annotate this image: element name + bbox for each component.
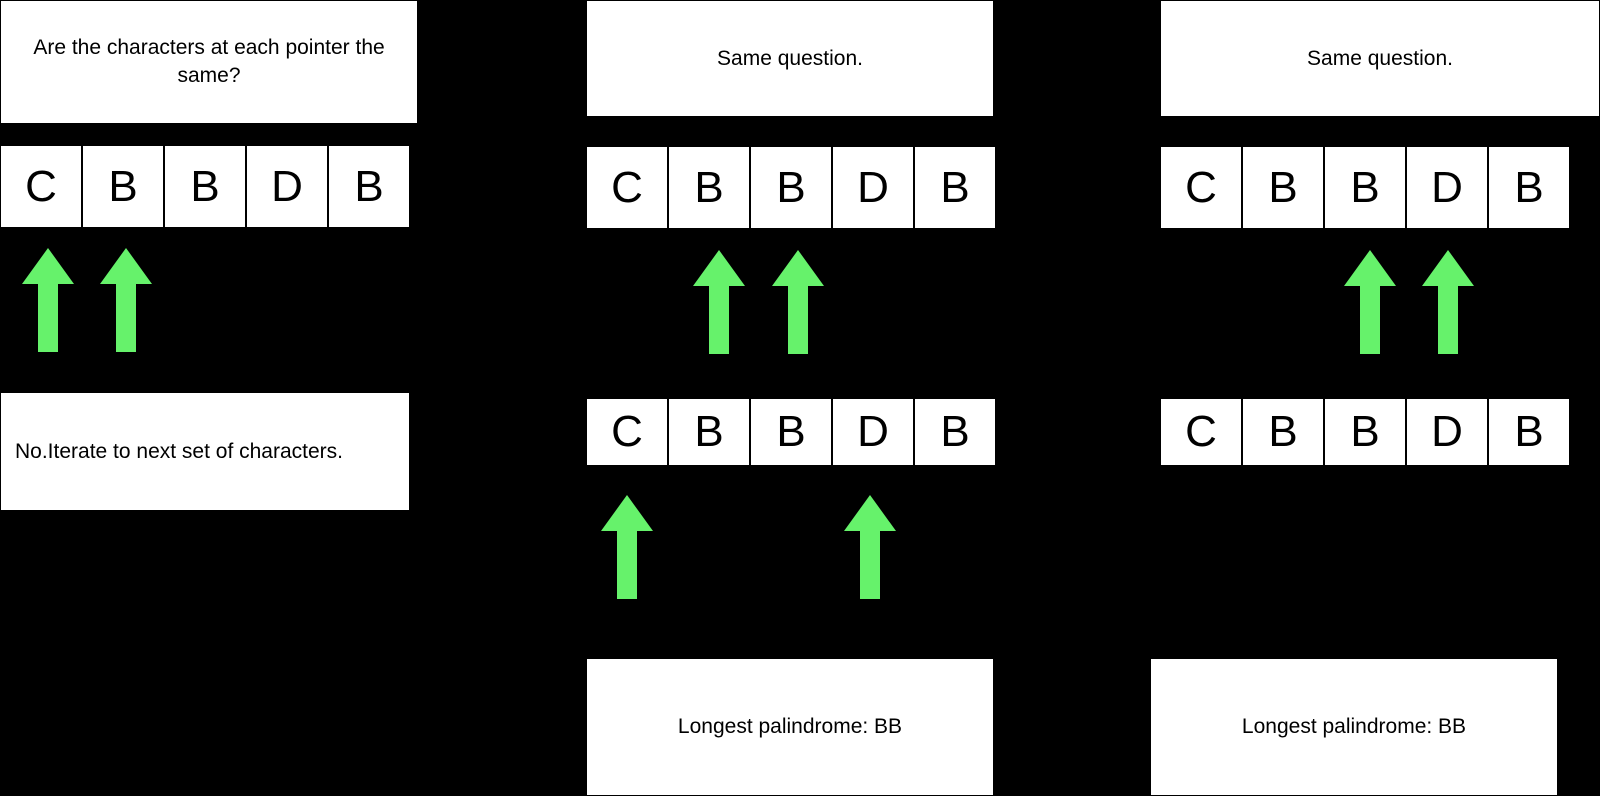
pointer-arrow: [1422, 250, 1474, 354]
letter-cell: D: [246, 145, 328, 228]
letter-cell: B: [1242, 398, 1324, 466]
letter-cell: B: [668, 146, 750, 229]
letter-cell: B: [164, 145, 246, 228]
letter-cell: B: [1324, 398, 1406, 466]
pointer-arrow: [693, 250, 745, 354]
question-box-left: Are the characters at each pointer the s…: [0, 0, 418, 124]
letter-cell: C: [1160, 146, 1242, 229]
answer-box-left: No.Iterate to next set of characters.: [0, 392, 410, 511]
letter-cell: B: [914, 146, 996, 229]
letter-cell: B: [750, 146, 832, 229]
question-text-right: Same question.: [1307, 46, 1453, 70]
pointer-arrow: [1344, 250, 1396, 354]
letter-cell: C: [1160, 398, 1242, 466]
question-text-left: Are the characters at each pointer the s…: [33, 36, 385, 87]
question-box-right: Same question.: [1160, 0, 1600, 117]
letter-cell: B: [328, 145, 410, 228]
pointer-arrow: [844, 495, 896, 599]
letter-cell: B: [1488, 398, 1570, 466]
letter-cell: B: [750, 398, 832, 466]
letter-cell: C: [0, 145, 82, 228]
letter-cell: D: [1406, 146, 1488, 229]
pointer-arrow: [601, 495, 653, 599]
letter-cell: D: [832, 146, 914, 229]
result-text-middle: Longest palindrome: BB: [677, 715, 903, 739]
letter-cell: C: [586, 146, 668, 229]
result-text-right: Longest palindrome: BB: [1241, 715, 1467, 739]
pointer-arrow: [772, 250, 824, 354]
letter-cell: B: [1488, 146, 1570, 229]
result-box-middle: Longest palindrome: BB: [586, 658, 994, 796]
letter-cell: B: [82, 145, 164, 228]
answer-text-left: No.Iterate to next set of characters.: [15, 439, 343, 463]
pointer-arrow: [22, 248, 74, 352]
letter-cell: C: [586, 398, 668, 466]
question-text-middle: Same question.: [717, 46, 863, 70]
question-box-middle: Same question.: [586, 0, 994, 117]
letter-cell: B: [668, 398, 750, 466]
letter-cell: B: [1242, 146, 1324, 229]
letter-cell: D: [832, 398, 914, 466]
result-box-right: Longest palindrome: BB: [1150, 658, 1558, 796]
letter-cell: B: [914, 398, 996, 466]
pointer-arrow: [100, 248, 152, 352]
letter-cell: D: [1406, 398, 1488, 466]
letter-cell: B: [1324, 146, 1406, 229]
